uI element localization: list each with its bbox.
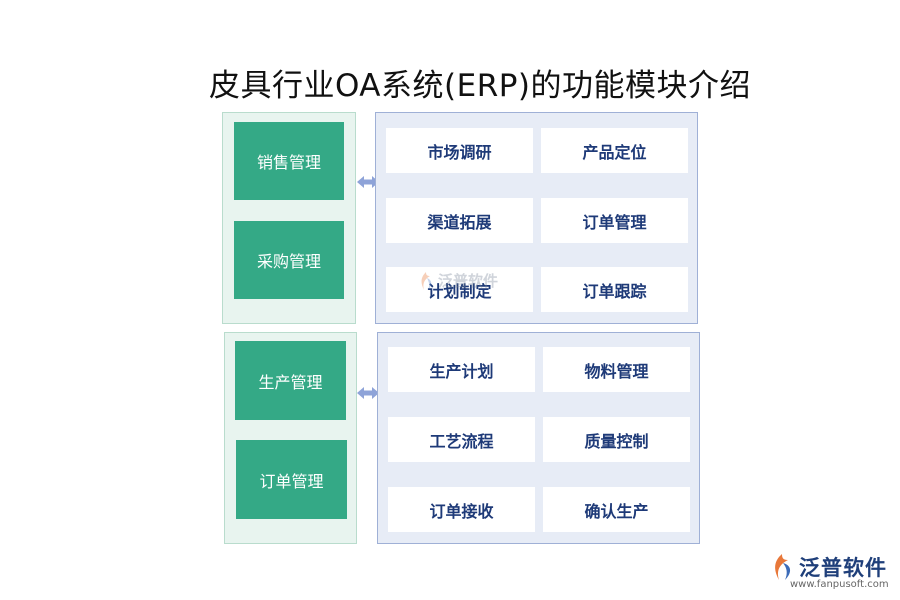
function-item[interactable]: 生产计划 <box>388 347 535 392</box>
double-arrow-icon <box>357 387 379 399</box>
function-item[interactable]: 市场调研 <box>386 128 533 173</box>
category-box[interactable]: 采购管理 <box>234 221 344 299</box>
brand-logo-icon <box>775 554 791 580</box>
category-box[interactable]: 生产管理 <box>235 341 346 420</box>
category-box[interactable]: 订单管理 <box>236 440 347 519</box>
double-arrow-icon <box>357 176 379 188</box>
brand-logo[interactable]: 泛普软件 <box>770 552 887 582</box>
brand-name: 泛普软件 <box>799 556 887 580</box>
function-item[interactable]: 订单管理 <box>541 198 688 243</box>
watermark-text: 泛普软件 <box>438 272 499 290</box>
function-item[interactable]: 物料管理 <box>543 347 690 392</box>
brand-url[interactable]: www.fanpusoft.com <box>790 579 889 590</box>
watermark-logo-icon <box>421 271 432 290</box>
function-item[interactable]: 订单跟踪 <box>541 267 688 312</box>
function-item[interactable]: 工艺流程 <box>388 417 535 462</box>
function-item[interactable]: 计划制定 <box>386 267 533 312</box>
function-item[interactable]: 渠道拓展 <box>386 198 533 243</box>
category-box[interactable]: 销售管理 <box>234 122 344 200</box>
watermark: 泛普软件 <box>418 270 498 291</box>
function-item[interactable]: 质量控制 <box>543 417 690 462</box>
page-title: 皮具行业OA系统(ERP)的功能模块介绍 <box>208 68 752 104</box>
function-item[interactable]: 订单接收 <box>388 487 535 532</box>
function-item[interactable]: 确认生产 <box>543 487 690 532</box>
function-item[interactable]: 产品定位 <box>541 128 688 173</box>
